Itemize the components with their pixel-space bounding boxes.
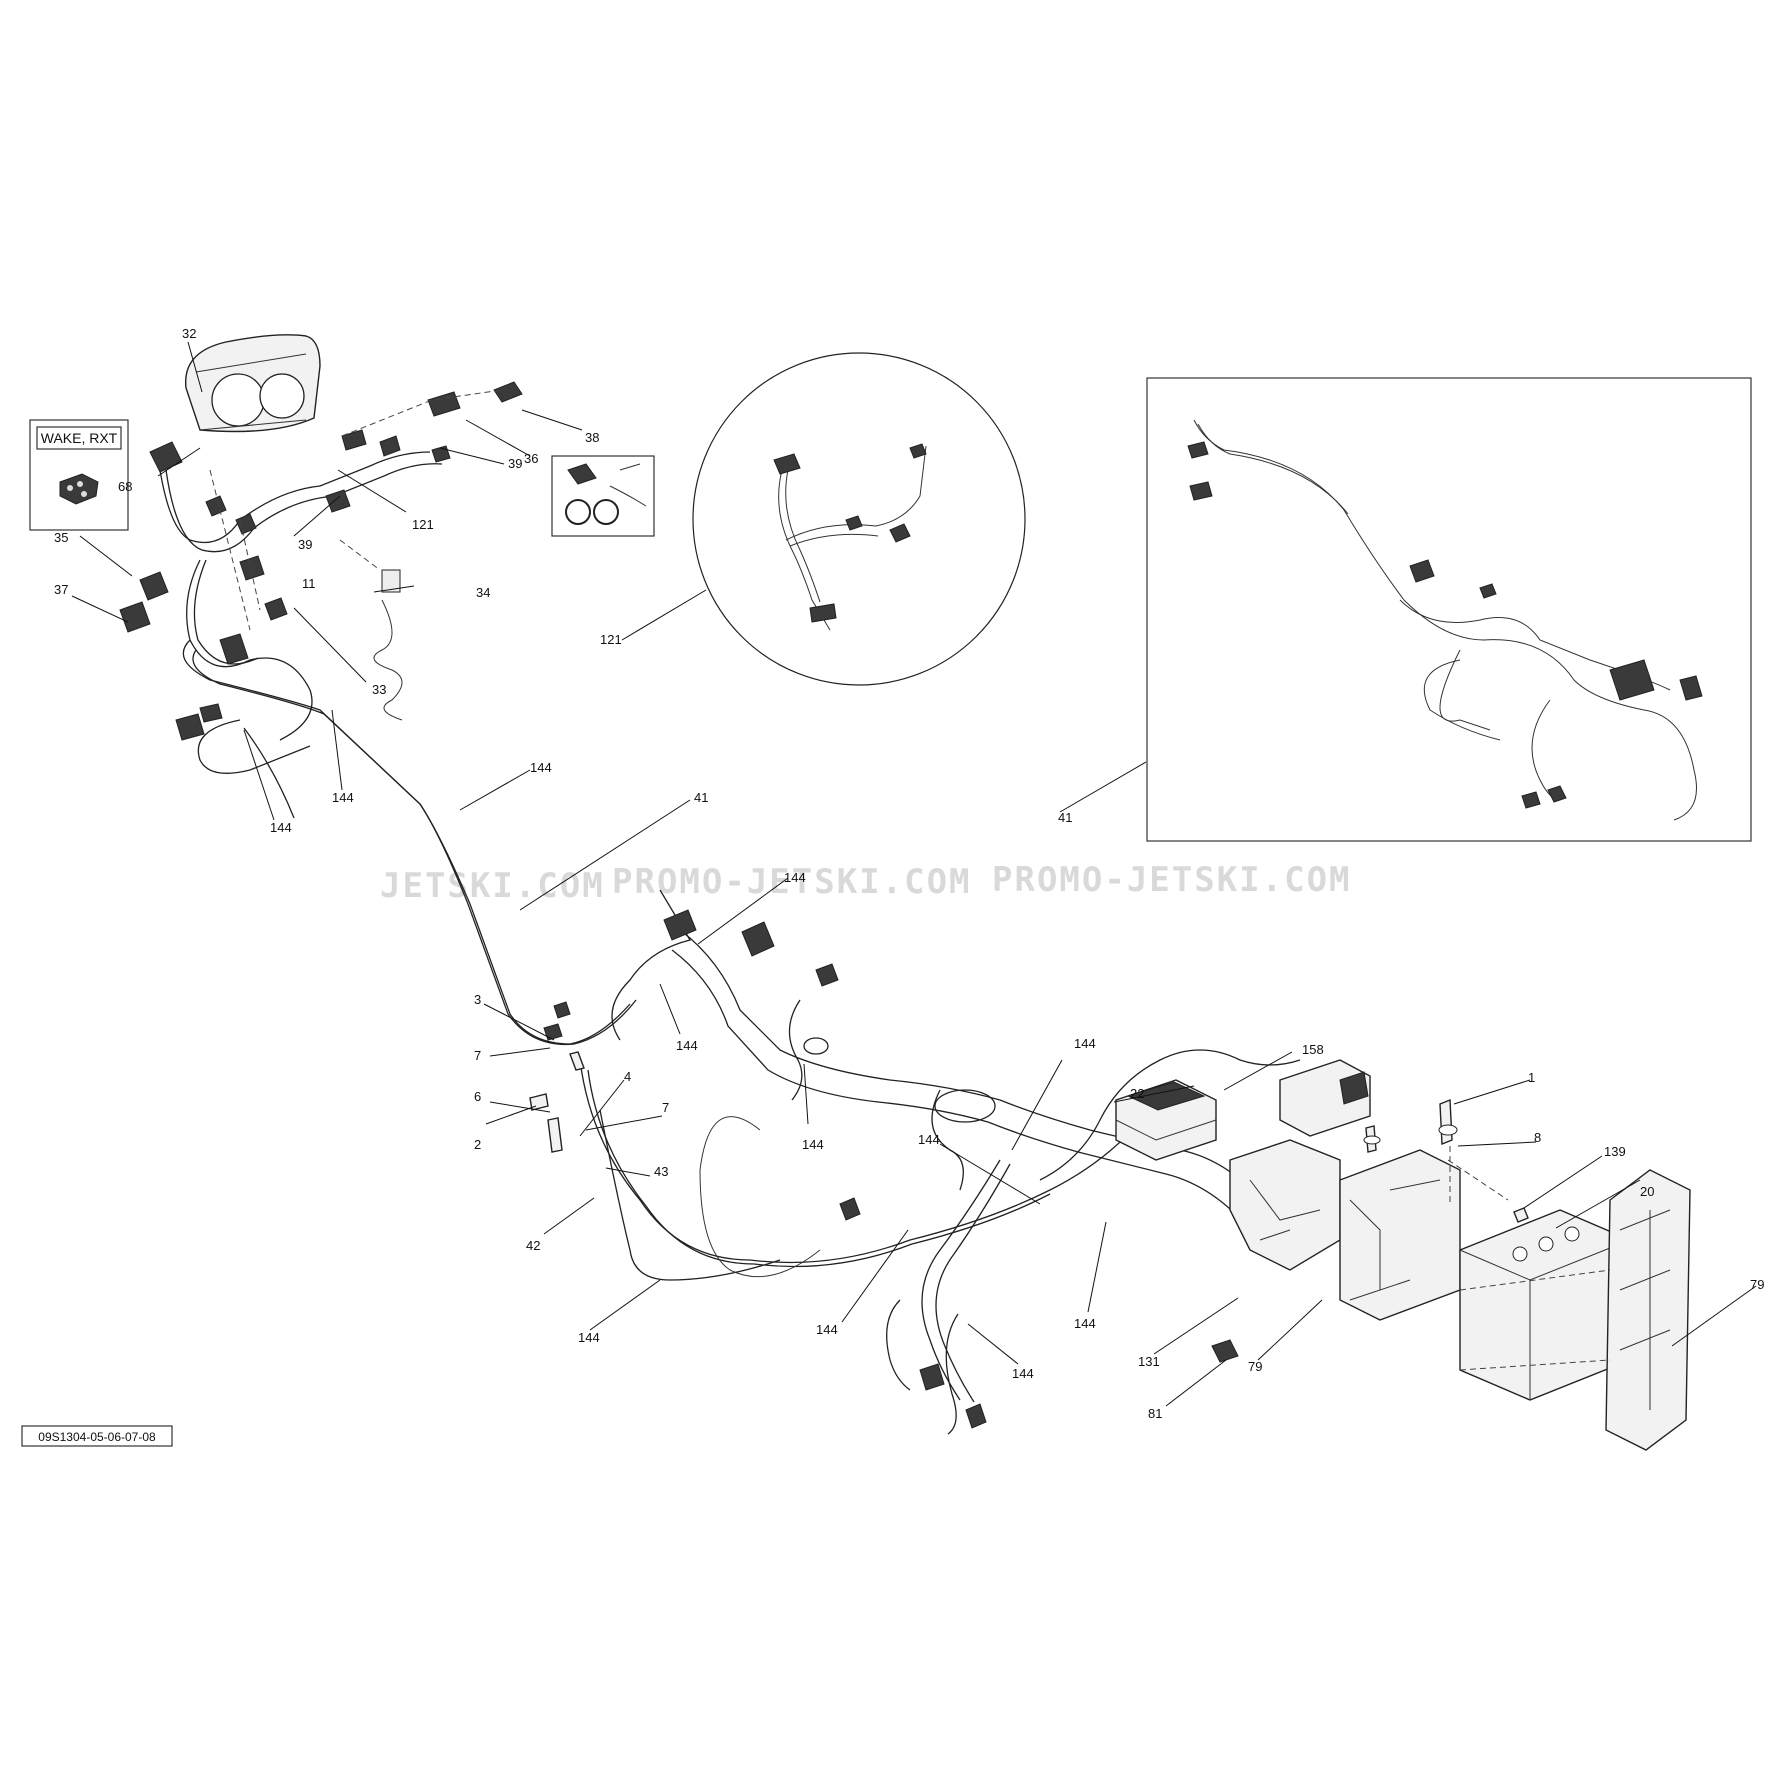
watermark-3: PROMO-JETSKI.COM [992, 860, 1352, 900]
callout-131: 131 [1138, 1354, 1160, 1369]
upper-harness [119, 381, 637, 1046]
callout-36: 36 [524, 451, 538, 466]
callout-41-main: 41 [694, 790, 708, 805]
detail-box-41 [1146, 377, 1752, 842]
main-harness [529, 889, 1301, 1435]
callout-121-top: 121 [412, 517, 434, 532]
callout-labels: 32 38 36 39 68 121 39 35 11 34 37 33 144… [54, 326, 1764, 1421]
bracket-icon [1229, 1139, 1461, 1321]
callout-1: 1 [1528, 1070, 1535, 1085]
callout-144-d: 144 [784, 870, 806, 885]
small-parts [1211, 1098, 1611, 1371]
callout-7-a: 7 [474, 1048, 481, 1063]
callout-121-circle: 121 [600, 632, 622, 647]
callout-68: 68 [118, 479, 132, 494]
callout-37: 37 [54, 582, 68, 597]
callout-144-g: 144 [578, 1330, 600, 1345]
battery-icon [1459, 1209, 1631, 1401]
callout-41-box: 41 [1058, 810, 1072, 825]
watermark: JETSKI.COM PROMO-JETSKI.COM PROMO-JETSKI… [380, 860, 1352, 906]
callout-144-j: 144 [816, 1322, 838, 1337]
callout-79-left: 79 [1248, 1359, 1262, 1374]
callout-144-e: 144 [676, 1038, 698, 1053]
callout-8: 8 [1534, 1130, 1541, 1145]
callout-79-right: 79 [1750, 1277, 1764, 1292]
callout-3: 3 [474, 992, 481, 1007]
watermark-1: JETSKI.COM [380, 866, 605, 906]
callout-43: 43 [654, 1164, 668, 1179]
leader-lines [71, 341, 1757, 1407]
callout-144-b: 144 [270, 820, 292, 835]
callout-38: 38 [585, 430, 599, 445]
callout-144-h: 144 [1074, 1036, 1096, 1051]
callout-35: 35 [54, 530, 68, 545]
callout-39-top: 39 [508, 456, 522, 471]
variant-box: WAKE, RXT [29, 419, 129, 531]
diagram-code: 09S1304-05-06-07-08 [38, 1430, 156, 1444]
callout-144-a: 144 [332, 790, 354, 805]
callout-39-mid: 39 [298, 537, 312, 552]
callout-20: 20 [1640, 1184, 1654, 1199]
callout-81: 81 [1148, 1406, 1162, 1421]
callout-32: 32 [182, 326, 196, 341]
fuse-box-icon [1115, 1079, 1217, 1161]
callout-144-l: 144 [1012, 1366, 1034, 1381]
callout-42: 42 [526, 1238, 540, 1253]
switch-icon [59, 473, 99, 505]
callout-4: 4 [624, 1069, 631, 1084]
callout-139: 139 [1604, 1144, 1626, 1159]
module-158 [1279, 1059, 1371, 1137]
callout-2: 2 [474, 1137, 481, 1152]
variant-box-label: WAKE, RXT [41, 430, 118, 446]
callout-11: 11 [302, 576, 316, 591]
callout-144-i: 144 [918, 1132, 940, 1147]
callout-144-k: 144 [1074, 1316, 1096, 1331]
gauge-cluster-icon [185, 334, 321, 433]
diagram-code-box: 09S1304-05-06-07-08 [21, 1425, 173, 1447]
callout-144-c: 144 [530, 760, 552, 775]
detail-circle-121 [692, 352, 1026, 686]
callout-144-f: 144 [802, 1137, 824, 1152]
callout-22: 22 [1130, 1086, 1144, 1101]
callout-7-b: 7 [662, 1100, 669, 1115]
watermark-2: PROMO-JETSKI.COM [612, 862, 972, 902]
callout-6: 6 [474, 1089, 481, 1104]
callout-158: 158 [1302, 1042, 1324, 1057]
callout-34: 34 [476, 585, 490, 600]
callout-33: 33 [372, 682, 386, 697]
inset-box-39 [551, 455, 655, 537]
battery-cover [1605, 1169, 1691, 1451]
